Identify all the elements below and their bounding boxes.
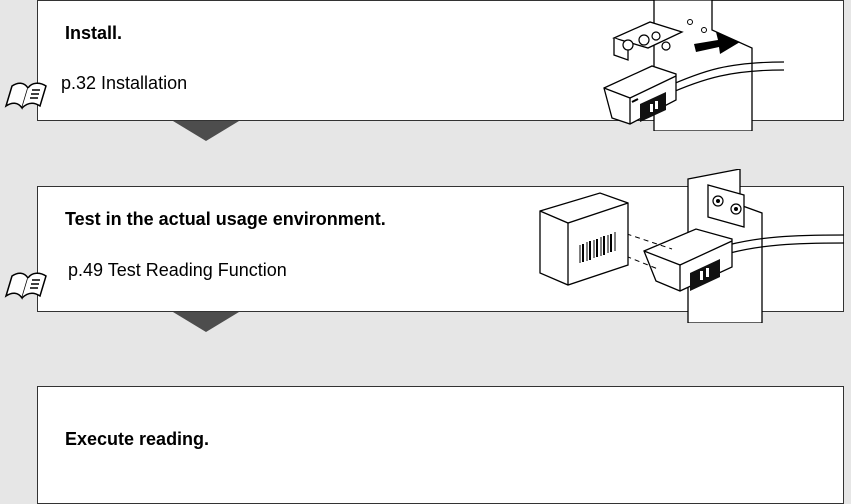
step-install-box: Install. p.32 Installation [37,0,844,131]
flow-arrow-down [173,121,239,141]
step-install-title: Install. [65,23,123,43]
reader-installation-illustration [603,0,784,131]
step-execute-box: Execute reading. [37,386,844,504]
test-reading-illustration [539,169,844,323]
flow-arrow-down [173,312,239,332]
manual-book-icon [4,82,47,110]
step-test-title: Test in the actual usage environment. [65,209,386,229]
step-test-reference-link[interactable]: p.49 Test Reading Function [68,260,287,280]
manual-book-icon [4,272,47,300]
step-test-box: Test in the actual usage environment. p.… [37,169,844,323]
step-install-reference-link[interactable]: p.32 Installation [61,73,188,93]
step-execute-title: Execute reading. [65,429,210,449]
